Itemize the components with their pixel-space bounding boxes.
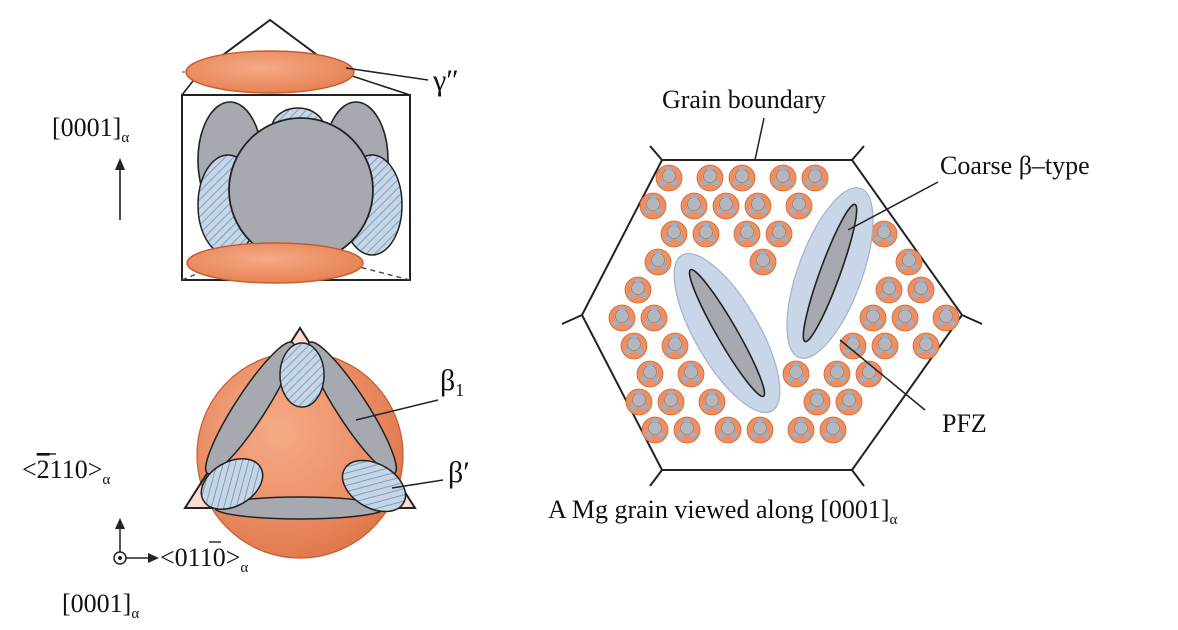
precipitate-particle <box>746 416 774 444</box>
precipitate-particle <box>698 388 726 416</box>
precipitate-particle <box>636 360 664 388</box>
precipitate-particle <box>782 360 810 388</box>
beta1-leader-line <box>355 399 439 421</box>
direction-2110-label: <2110>α <box>22 455 110 488</box>
precipitate-particle <box>859 304 887 332</box>
precipitate-particle <box>895 248 923 276</box>
precipitate-particle <box>677 360 705 388</box>
gamma-leader-line <box>345 67 429 81</box>
precipitate-particle <box>749 248 777 276</box>
precipitate-particle <box>728 164 756 192</box>
coarse-beta-rod-right <box>802 203 858 343</box>
beta1-rod-left <box>204 341 296 475</box>
precipitate-particle <box>744 192 772 220</box>
precipitate-particle <box>655 164 683 192</box>
precipitate-particle <box>907 276 935 304</box>
precipitate-particle <box>680 192 708 220</box>
precipitate-particle <box>787 416 815 444</box>
precipitate-particle <box>891 304 919 332</box>
boundary-stub <box>561 314 583 325</box>
precipitate-particle <box>932 304 960 332</box>
precipitate-particle <box>769 164 797 192</box>
beta-prime-vertex-right <box>341 459 407 513</box>
precipitate-particle <box>765 220 793 248</box>
direction-0001-label: [0001]α <box>62 589 139 622</box>
precipitate-particle <box>644 248 672 276</box>
beta-prime-vertex-top <box>279 342 325 408</box>
precipitate-particle <box>712 192 740 220</box>
precipitate-particle <box>871 332 899 360</box>
gamma-prime-prime-top-disc <box>185 50 355 94</box>
pfz-label: PFZ <box>942 409 987 438</box>
grain-view-group: Grain boundary Coarse β–type PFZ A Mg gr… <box>548 85 1090 528</box>
boundary-stub <box>851 145 865 161</box>
direction-01-10-label: <0110>α <box>160 543 248 576</box>
precipitate-particle <box>608 304 636 332</box>
beta-prime-label: β′ <box>448 456 470 489</box>
precipitate-particle <box>657 388 685 416</box>
precipitate-particle <box>823 360 851 388</box>
precipitate-particle <box>912 332 940 360</box>
gamma-prime-prime-bottom-disc <box>186 242 364 284</box>
coarse-leader-line <box>847 181 939 231</box>
beta1-label: β1 <box>440 364 464 400</box>
boundary-stub <box>851 469 865 487</box>
beta-prime-leader-line <box>391 479 444 489</box>
c-axis-arrow-head <box>115 158 125 170</box>
precipitate-particle <box>639 192 667 220</box>
precipitate-particle <box>819 416 847 444</box>
precipitate-particle <box>692 220 720 248</box>
precipitate-particle <box>714 416 742 444</box>
c-axis-label: [0001]α <box>52 113 129 146</box>
precipitate-particle <box>661 332 689 360</box>
precipitate-particle <box>640 304 668 332</box>
boundary-stub <box>649 469 663 487</box>
precipitate-particle <box>835 388 863 416</box>
precipitate-particle <box>641 416 669 444</box>
grain-caption: A Mg grain viewed along [0001]α <box>548 495 898 528</box>
axis-up-arrow-head <box>115 518 125 529</box>
coarse-beta-label: Coarse β–type <box>940 151 1090 180</box>
precipitate-particle <box>696 164 724 192</box>
precipitate-particle <box>624 276 652 304</box>
precipitate-particle <box>673 416 701 444</box>
gamma-label: γ″ <box>432 64 459 97</box>
precipitate-particle <box>733 220 761 248</box>
grain-boundary-label: Grain boundary <box>662 85 826 114</box>
precipitate-particle <box>660 220 688 248</box>
precipitate-particle <box>875 276 903 304</box>
axis-out-of-page-dot <box>118 556 122 560</box>
precipitate-particle <box>625 388 653 416</box>
prism-cell-group: γ″ [0001]α <box>52 18 459 284</box>
precipitate-particle <box>870 220 898 248</box>
axis-right-arrow-head <box>148 553 159 563</box>
beta-prime-vertex-left <box>200 458 264 510</box>
boundary-stub <box>649 145 663 161</box>
precipitate-particle <box>855 360 883 388</box>
coarse-beta-rod-left <box>688 268 766 398</box>
precipitate-particle <box>620 332 648 360</box>
beta1-plate-front <box>228 117 374 263</box>
grain-boundary-leader <box>754 117 765 161</box>
precipitate-particle <box>839 332 867 360</box>
precipitate-particle <box>803 388 831 416</box>
precipitate-particle <box>801 164 829 192</box>
precipitate-particle <box>785 192 813 220</box>
pfz-leader-line <box>839 339 926 411</box>
basal-view-group: β1 β′ <2110>α <0110>α [0001]α <box>22 326 470 622</box>
boundary-stub <box>961 314 983 325</box>
